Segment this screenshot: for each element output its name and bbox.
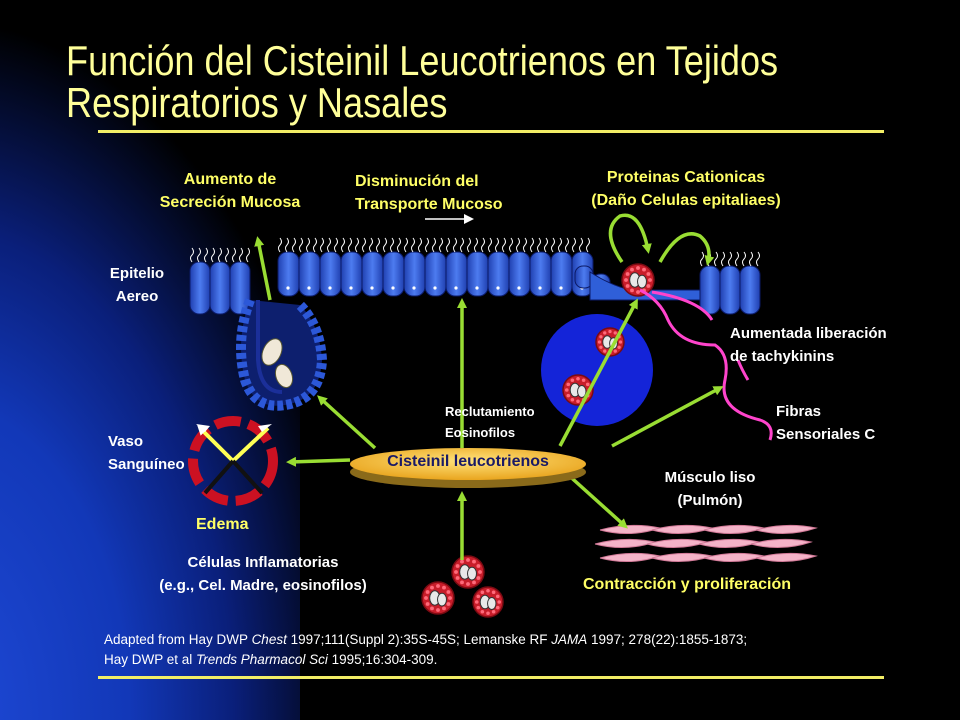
- label-sensory-fibers: Fibras Sensoriales C: [776, 400, 926, 446]
- title-line-1: Función del Cisteinil Leucotrienos en Te…: [66, 37, 779, 84]
- title-underline: [98, 130, 884, 133]
- effect-arrows: [254, 213, 724, 560]
- label-transport-line1: Disminución del: [355, 173, 479, 190]
- label-mucus-secretion-line2: Secreción Mucosa: [159, 194, 301, 211]
- label-inflammatory-cells: Células Inflamatorias (e.g., Cel. Madre,…: [118, 551, 408, 597]
- reference-line-1: Adapted from Hay DWP Chest 1997;111(Supp…: [104, 630, 747, 650]
- label-edema: Edema: [196, 516, 249, 533]
- smooth-muscle-cells: [594, 524, 818, 562]
- title-line-2: Respiratorios y Nasales: [66, 79, 448, 126]
- label-fibers-line1: Fibras: [776, 403, 822, 420]
- ref2-a: Hay DWP et al: [104, 652, 197, 667]
- label-mucus-secretion-line1: Aumento de: [183, 171, 277, 188]
- label-contraction-proliferation: Contracción y proliferación: [583, 576, 792, 593]
- label-mucus-secretion: Aumento de Secreción Mucosa: [132, 168, 328, 214]
- label-tachykinin-release: Aumentada liberación de tachykinins: [730, 322, 940, 368]
- label-epithelium-line1: Epitelio: [109, 265, 165, 282]
- sensory-nerve-fibers: [639, 288, 773, 441]
- label-inflammatory-line1: Células Inflamatorias: [187, 554, 339, 571]
- reference-line-2: Hay DWP et al Trends Pharmacol Sci 1995;…: [104, 650, 747, 670]
- ref1-e: 1997; 278(22):1855-1873;: [587, 632, 748, 647]
- label-cationic-line2: (Daño Celulas epitaliaes): [591, 192, 781, 209]
- label-eosinophil-recruitment: Reclutamiento Eosinofilos: [445, 401, 585, 443]
- ref2-c: 1995;16:304-309.: [327, 652, 438, 667]
- label-blood-vessel: Vaso Sanguíneo: [108, 430, 218, 476]
- label-cationic-proteins: Proteinas Cationicas (Daño Celulas epita…: [546, 166, 826, 212]
- reference-citation: Adapted from Hay DWP Chest 1997;111(Supp…: [104, 630, 747, 670]
- center-pill: [350, 448, 586, 488]
- label-smooth-muscle-line1: Músculo liso: [664, 469, 756, 486]
- label-mucus-transport: Disminución del Transporte Mucoso: [355, 170, 565, 216]
- label-vessel-line2: Sanguíneo: [108, 456, 185, 473]
- label-tachykinin-line1: Aumentada liberación: [730, 325, 887, 342]
- footer-rule: [98, 676, 884, 679]
- label-cysteinyl-leukotrienes: Cisteinil leucotrienos: [387, 453, 549, 470]
- label-fibers-line2: Sensoriales C: [776, 426, 876, 443]
- ref1-journal-jama: JAMA: [551, 632, 588, 647]
- ref1-c: 1997;111(Suppl 2):35S-45S; Lemanske RF: [286, 632, 552, 647]
- slide-title: Función del Cisteinil Leucotrienos en Te…: [66, 40, 788, 124]
- ref2-journal-tips: Trends Pharmacol Sci: [196, 652, 328, 667]
- label-smooth-muscle-line2: (Pulmón): [677, 492, 743, 509]
- ref1-a: Adapted from Hay DWP: [104, 632, 252, 647]
- label-inflammatory-line2: (e.g., Cel. Madre, eosinofilos): [159, 577, 367, 594]
- eosinophils: [421, 263, 655, 618]
- label-epithelium-line2: Aereo: [115, 288, 159, 305]
- airway-epithelium: [189, 237, 761, 411]
- label-transport-line2: Transporte Mucoso: [355, 196, 503, 213]
- blood-vessel: [188, 416, 278, 506]
- label-recruitment-line2: Eosinofilos: [445, 425, 516, 440]
- label-cationic-line1: Proteinas Cationicas: [606, 169, 766, 186]
- label-airway-epithelium: Epitelio Aereo: [92, 262, 182, 308]
- label-vessel-line1: Vaso: [108, 433, 144, 450]
- label-recruitment-line1: Reclutamiento: [445, 404, 535, 419]
- label-smooth-muscle: Músculo liso (Pulmón): [628, 466, 792, 512]
- ref1-journal-chest: Chest: [251, 632, 287, 647]
- label-tachykinin-line2: de tachykinins: [730, 348, 835, 365]
